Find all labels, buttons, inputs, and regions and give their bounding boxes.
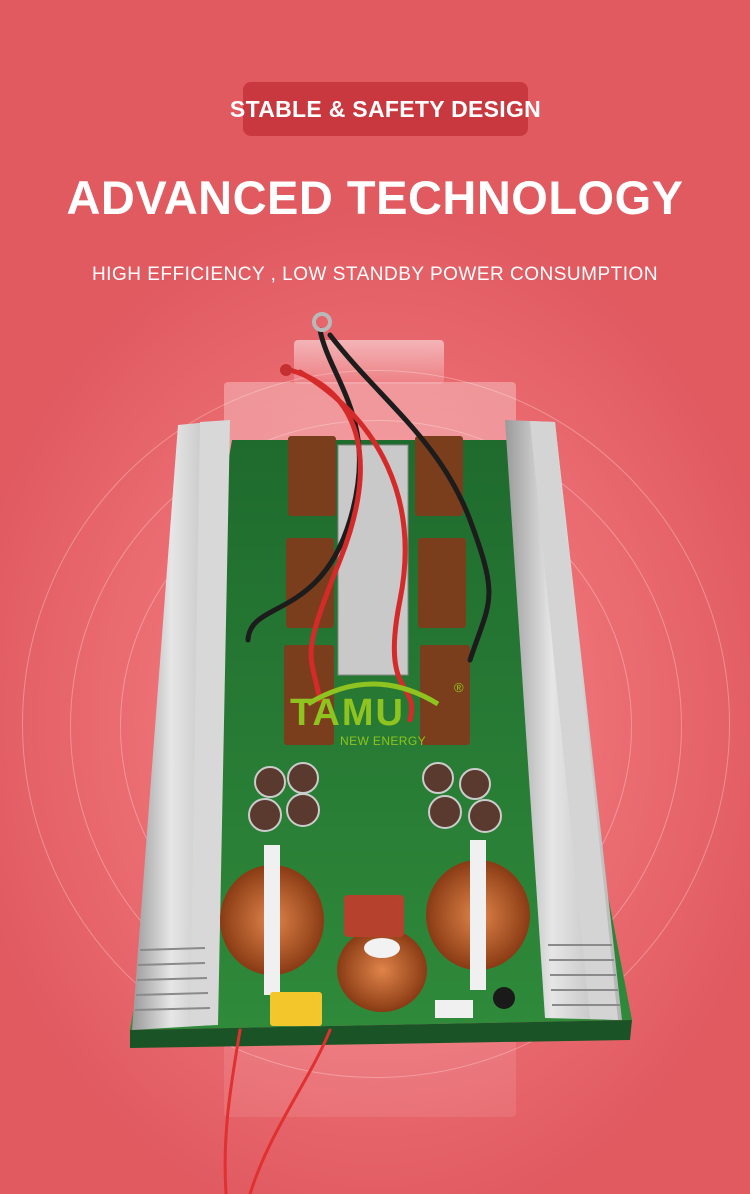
cables xyxy=(223,327,492,1194)
logo-registered-mark: ® xyxy=(454,680,464,695)
buzzer xyxy=(493,987,515,1009)
brand-logo: TAMU ® NEW ENERGY xyxy=(282,672,472,748)
transformers xyxy=(284,436,470,745)
feature-badge: STABLE & SAFETY DESIGN xyxy=(230,82,541,136)
capacitors xyxy=(248,762,502,833)
logo-arc-icon xyxy=(306,681,440,707)
yellow-capacitor xyxy=(270,992,322,1026)
logo-tagline: NEW ENERGY xyxy=(340,734,427,748)
right-heatsink xyxy=(505,420,622,1020)
headline: ADVANCED TECHNOLOGY xyxy=(66,171,684,224)
center-heatsink xyxy=(337,444,409,676)
toroid-inductors xyxy=(220,840,530,1012)
logo-wordmark: TAMU xyxy=(290,692,405,734)
subheadline: HIGH EFFICIENCY , LOW STANDBY POWER CONS… xyxy=(91,264,659,285)
white-connector xyxy=(435,1000,473,1018)
left-heatsink xyxy=(132,420,230,1030)
